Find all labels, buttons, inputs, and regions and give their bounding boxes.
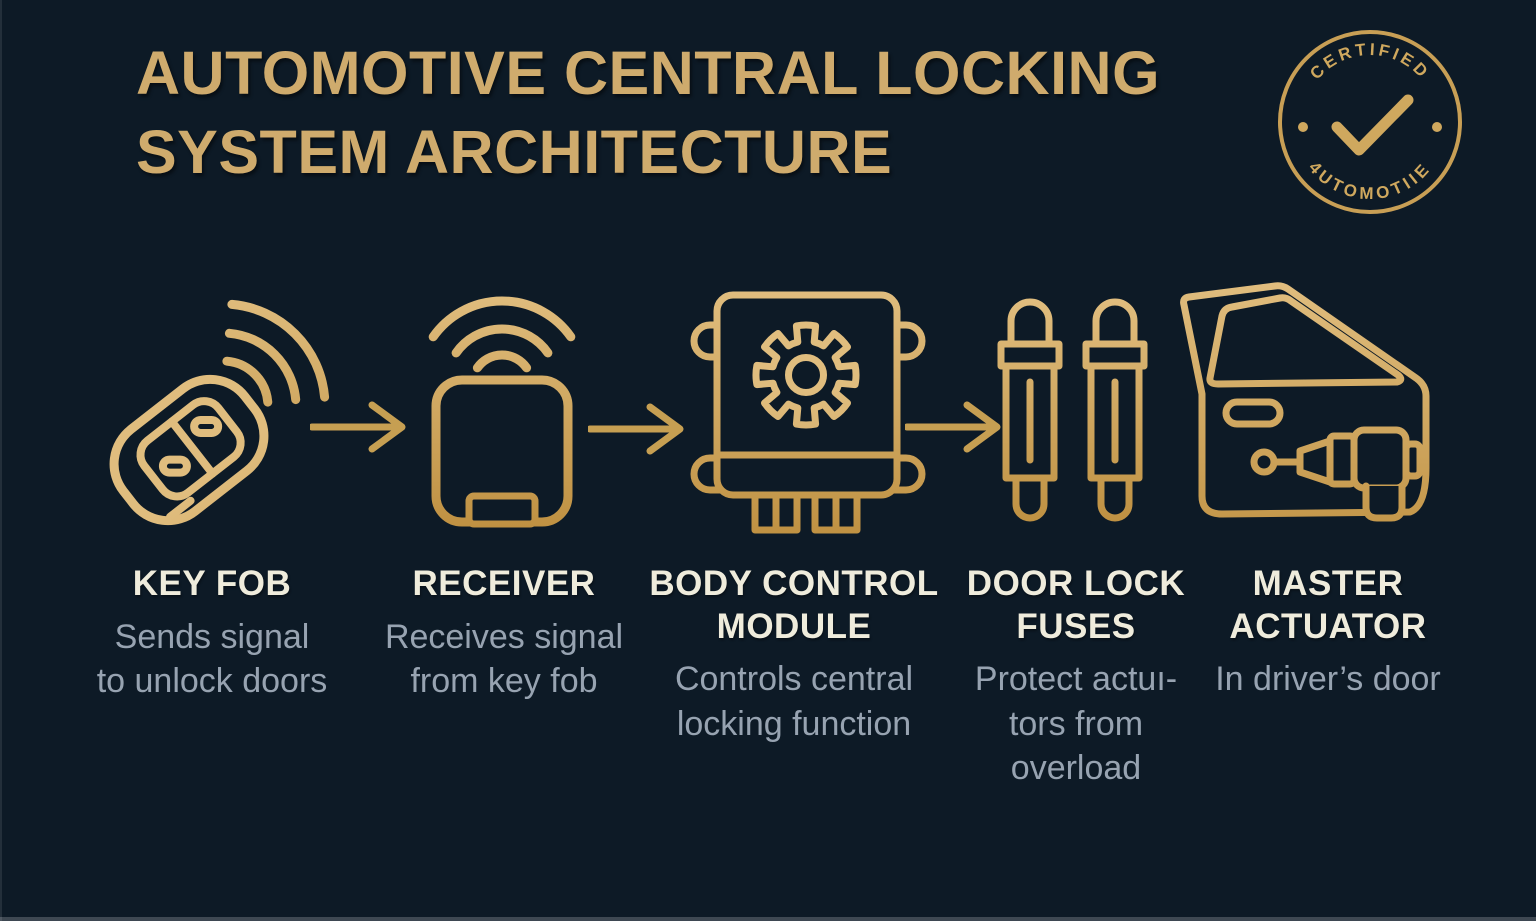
receiver-icon (428, 296, 576, 528)
module-pins-right (811, 491, 861, 534)
component-title: DOOR LOCK FUSES (966, 564, 1186, 646)
badge-bottom-text: 4UTOMOTIIE (1305, 158, 1435, 203)
door-outline (1180, 282, 1430, 518)
fob-button-2 (190, 415, 223, 437)
component-description: Sends signal to unlock doors (96, 617, 328, 700)
door-handle (1222, 398, 1284, 428)
fob-button-1 (158, 455, 191, 477)
actuator-assembly (1250, 426, 1424, 522)
certified-badge: CERTIFIED 4UTOMOTIIE (1278, 30, 1462, 214)
wifi-arc-large (428, 296, 576, 342)
signal-arc-medium (224, 328, 301, 405)
fob-body (109, 374, 269, 526)
page-title: AUTOMOTIVE CENTRAL LOCKING SYSTEM ARCHIT… (136, 39, 1161, 187)
component-body-control-module: BODY CONTROL MODULE Controls central loc… (614, 563, 974, 746)
badge-top-text: CERTIFIED (1306, 40, 1433, 83)
receiver-port (465, 492, 539, 528)
badge-dot-left (1298, 122, 1308, 132)
arrow-right-icon (905, 401, 1001, 453)
component-door-lock-fuses: DOOR LOCK FUSES Protect actuı- tors from… (896, 563, 1256, 790)
bottom-edge-divider (0, 917, 1536, 921)
check-icon (1331, 94, 1414, 156)
component-description: In driver’s door (1215, 660, 1441, 699)
component-description: Receives signal from key fob (384, 617, 624, 700)
body-control-module-icon (690, 291, 926, 534)
wifi-arc-medium (451, 324, 553, 358)
left-edge-divider (0, 0, 2, 921)
fuse-2 (1082, 298, 1148, 522)
arrow-right-icon (310, 401, 406, 453)
badge-ring (1278, 30, 1462, 214)
badge-dot-right (1432, 122, 1442, 132)
door-window (1206, 294, 1405, 388)
signal-arc-small (222, 356, 273, 407)
component-key-fob: KEY FOB Sends signal to unlock doors (32, 563, 392, 703)
module-pins-left (751, 491, 801, 534)
wifi-arc-small (472, 350, 532, 373)
component-description: Controls central locking function (674, 660, 914, 743)
master-actuator-icon (1180, 282, 1430, 522)
fob-seam (166, 496, 195, 521)
component-master-actuator: MASTER ACTUATOR In driver’s door (1148, 563, 1508, 702)
key-fob-icon (109, 299, 330, 526)
component-title: MASTER ACTUATOR (1229, 564, 1427, 646)
signal-arc-large (227, 299, 330, 402)
arrow-right-icon (588, 403, 684, 455)
component-description: Protect actuı- tors from overload (974, 660, 1178, 787)
component-receiver: RECEIVER Receives signal from key fob (324, 563, 684, 703)
component-title: KEY FOB (132, 564, 292, 603)
gear-icon (752, 321, 860, 429)
fuse-1 (997, 298, 1063, 522)
fob-panel-divider (167, 417, 217, 478)
component-title: BODY CONTROL MODULE (649, 564, 939, 646)
component-title: RECEIVER (412, 564, 596, 603)
door-lock-fuses-icon (997, 298, 1148, 522)
